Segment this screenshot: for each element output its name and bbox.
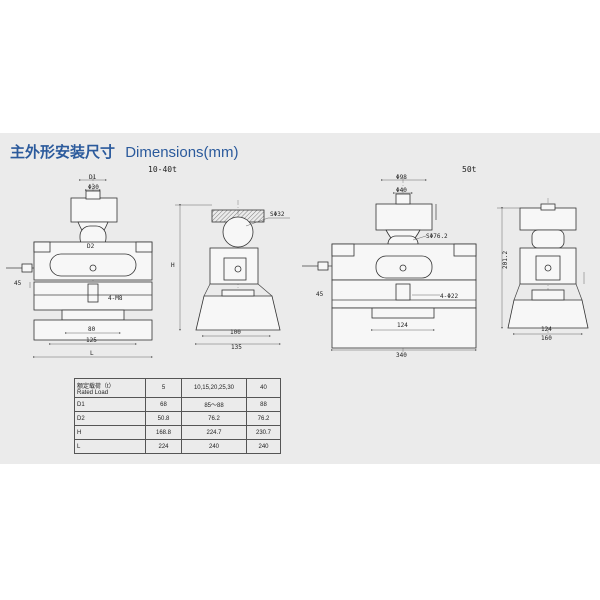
- caption-10-40t: 10-40t: [148, 165, 177, 174]
- section-title: 主外形安装尺寸 Dimensions(mm): [10, 141, 239, 162]
- header-5t: 5: [145, 378, 182, 398]
- label-160: 160: [541, 335, 552, 342]
- table-row: D1 68 85～88 88: [74, 397, 281, 412]
- cell: 224.7: [181, 425, 247, 440]
- label-4-m8: 4-M8: [108, 295, 123, 302]
- label-4-phi22: 4-Φ22: [440, 293, 458, 300]
- row-label: D2: [74, 411, 146, 426]
- table-row: L 224 240 240: [74, 439, 281, 454]
- label-sphi32: SΦ32: [270, 211, 285, 218]
- spec-table-header: 额定载荷（t） Rated Load 5 10,15,20,25,30 40: [74, 378, 281, 398]
- header-40t: 40: [246, 378, 281, 398]
- right-front-view: Φ98 Φ40 SΦ76.2 4-Φ22 45 124 340: [302, 174, 477, 359]
- label-phi98: Φ98: [396, 174, 407, 181]
- right-side-view: 201.2 124 160: [497, 198, 589, 342]
- label-125: 125: [86, 337, 97, 344]
- table-row: H 168.8 224.7 230.7: [74, 425, 281, 440]
- label-340: 340: [396, 352, 407, 359]
- label-100-left: 100: [230, 329, 241, 336]
- row-label: H: [74, 425, 146, 440]
- label-80: 80: [88, 326, 96, 333]
- cell: 68: [145, 397, 182, 412]
- label-201: 201.2: [502, 251, 509, 269]
- cell: 88: [246, 397, 281, 412]
- label-H: H: [171, 262, 175, 269]
- cell: 50.8: [145, 411, 182, 426]
- cell: 230.7: [246, 425, 281, 440]
- label-d1: D1: [89, 174, 97, 181]
- label-phi40: Φ40: [396, 187, 407, 194]
- label-d2: D2: [87, 243, 95, 250]
- spec-table: 额定载荷（t） Rated Load 5 10,15,20,25,30 40 D…: [74, 378, 281, 454]
- caption-50t: 50t: [462, 165, 477, 174]
- row-label: L: [74, 439, 146, 454]
- row-label: D1: [74, 397, 146, 412]
- cell: 240: [181, 439, 247, 454]
- title-english: Dimensions(mm): [125, 144, 239, 161]
- label-124: 124: [397, 322, 408, 329]
- cell: 168.8: [145, 425, 182, 440]
- label-135: 135: [231, 344, 242, 351]
- cell: 85～88: [181, 397, 247, 412]
- table-row: D2 50.8 76.2 76.2: [74, 411, 281, 426]
- cell: 76.2: [246, 411, 281, 426]
- cell: 240: [246, 439, 281, 454]
- label-L: L: [90, 350, 94, 357]
- cell: 76.2: [181, 411, 247, 426]
- left-side-view: H SΦ32 100 135: [171, 200, 290, 351]
- header-10-30t: 10,15,20,25,30: [181, 378, 247, 398]
- label-sphi76: SΦ76.2: [426, 233, 448, 240]
- label-45-right: 45: [316, 291, 324, 298]
- header-rated-load: 额定载荷（t） Rated Load: [74, 378, 146, 398]
- title-chinese: 主外形安装尺寸: [10, 144, 116, 161]
- left-front-view: D1 Φ30 D2 45 4-M8 80 125 L: [6, 174, 153, 358]
- label-45-left: 45: [14, 280, 22, 287]
- label-124-right: 124: [541, 326, 552, 333]
- label-d30: Φ30: [88, 184, 99, 191]
- cell: 224: [145, 439, 182, 454]
